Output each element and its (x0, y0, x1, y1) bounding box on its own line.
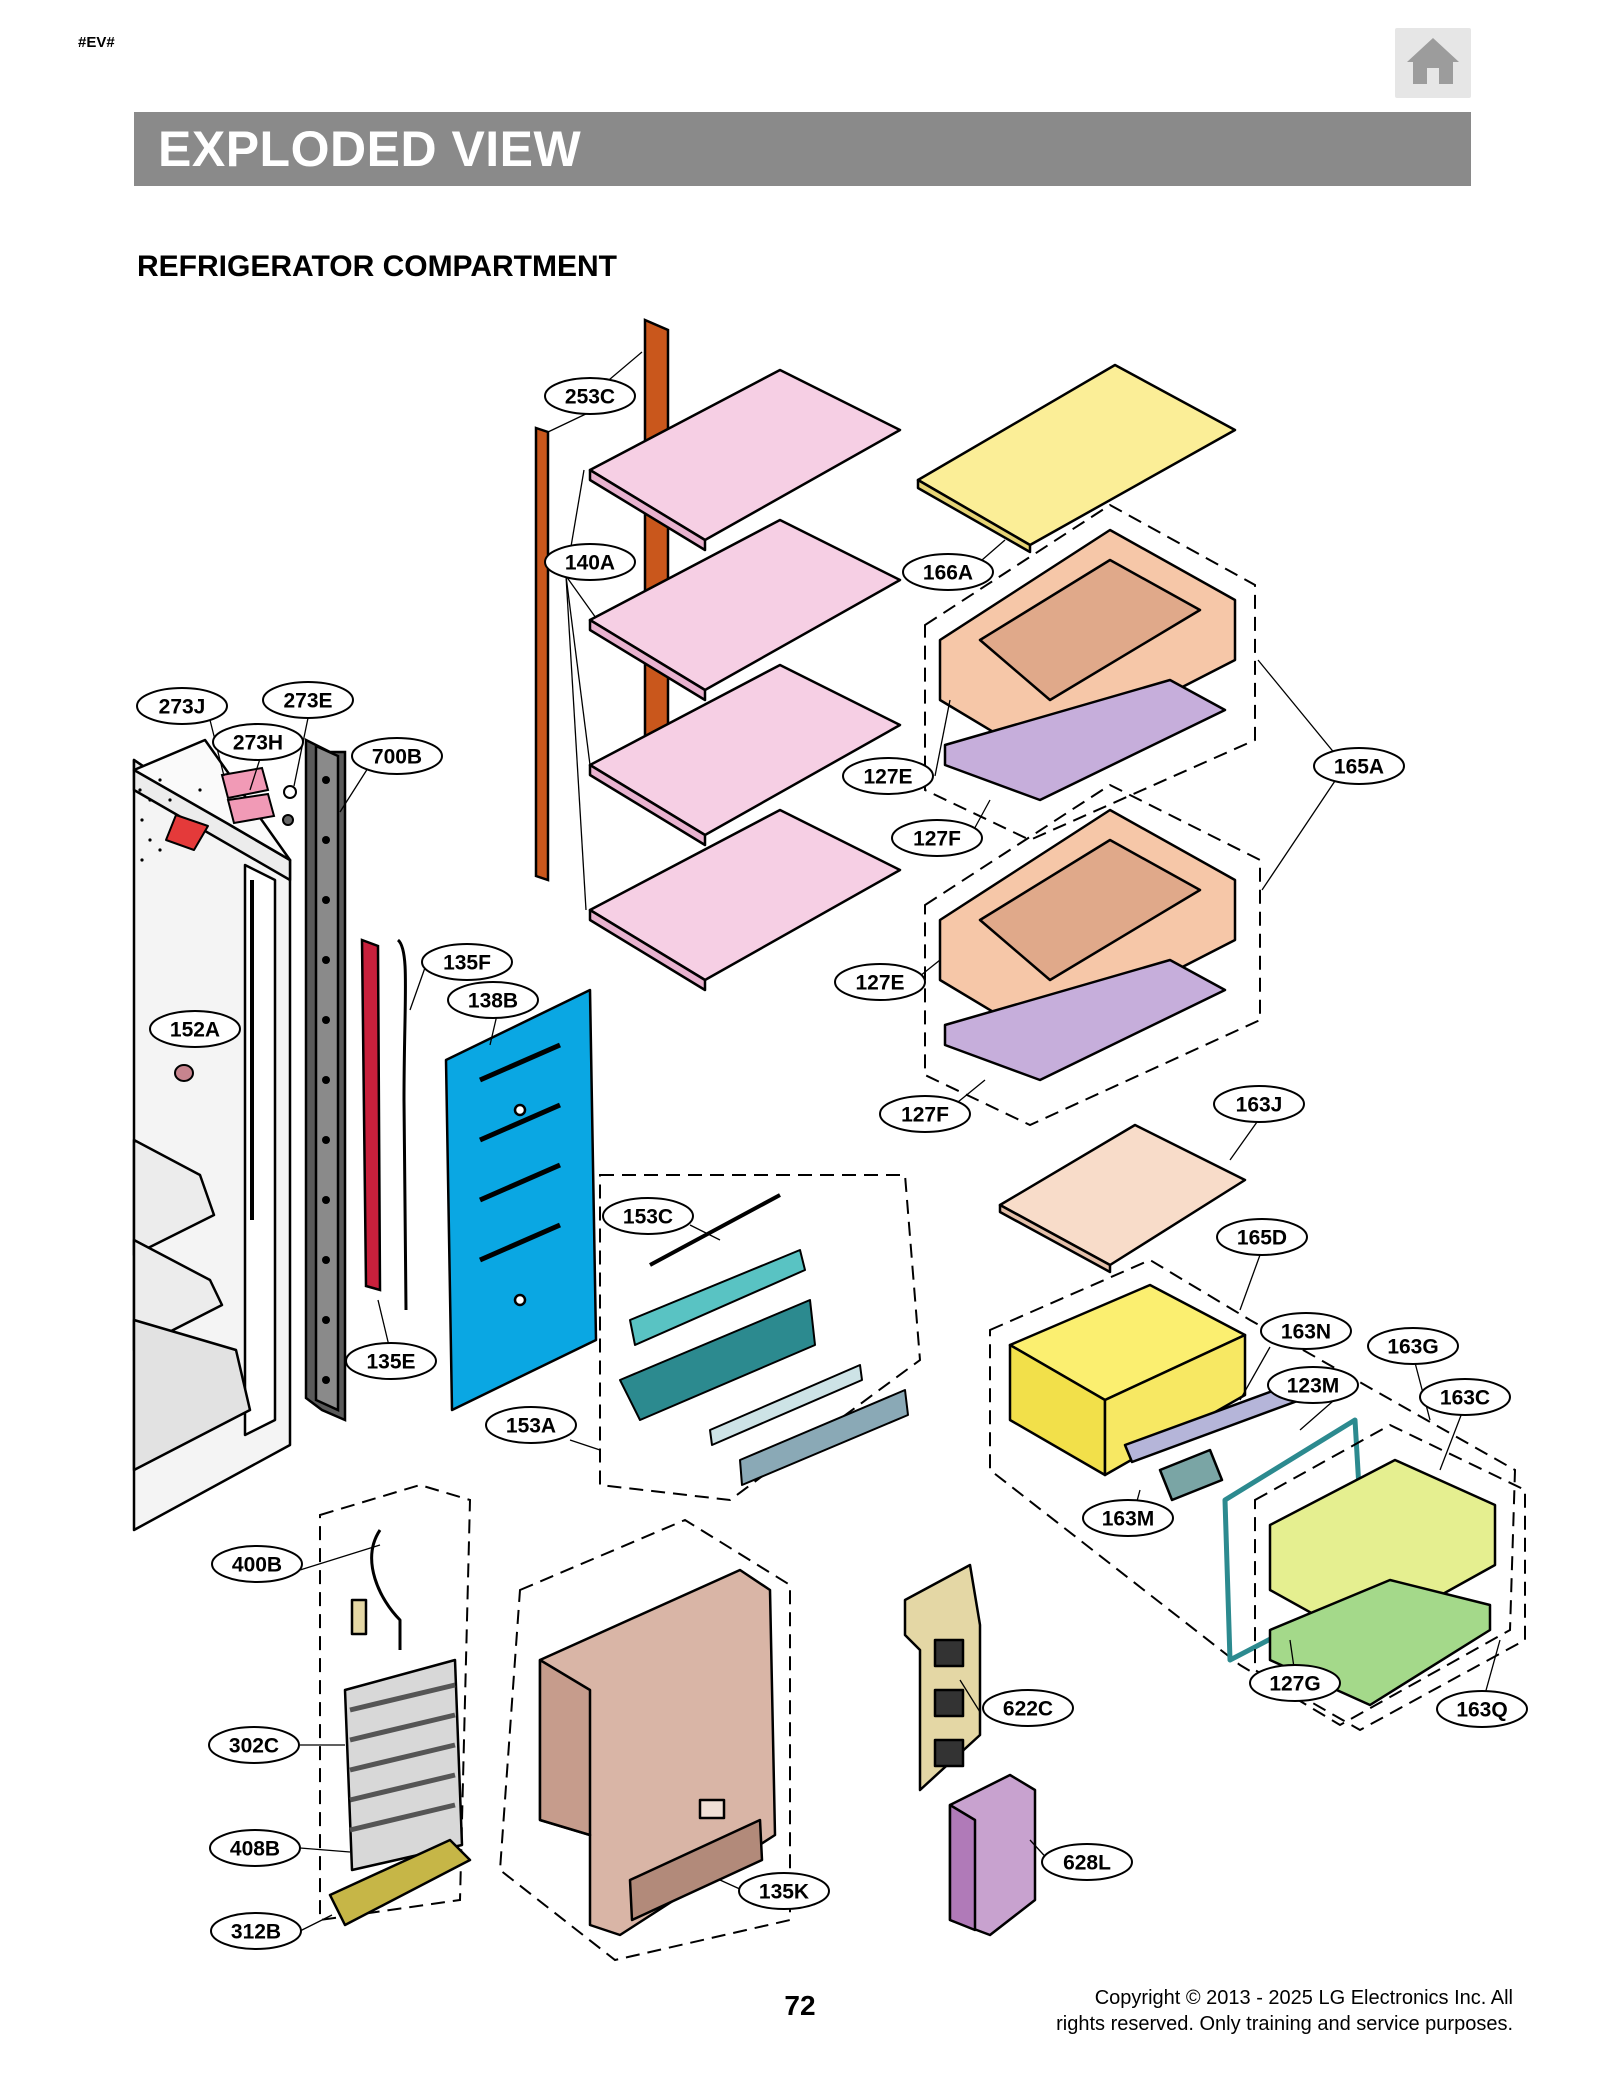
callout-273J: 273J (159, 696, 206, 719)
callout-622C: 622C (1003, 1698, 1053, 1721)
copyright-line-2: rights reserved. Only training and servi… (1056, 2013, 1513, 2035)
title-banner: EXPLODED VIEW (134, 112, 1471, 186)
duct-group (498, 1518, 791, 1962)
callout-253C: 253C (565, 386, 615, 409)
module-153 (599, 1174, 922, 1502)
module-153-parts (619, 1193, 909, 1486)
drawer-165D-parts (1008, 1283, 1497, 1707)
callout-166A: 166A (923, 562, 973, 585)
callout-163C: 163C (1440, 1387, 1490, 1410)
callout-312B: 312B (231, 1921, 281, 1944)
callout-165A: 165A (1334, 756, 1384, 779)
callout-163J: 163J (1236, 1094, 1283, 1117)
back-panel-138B (444, 988, 598, 1412)
cover-166A (916, 363, 1237, 554)
cabinet (132, 738, 292, 1532)
callout-152A: 152A (170, 1019, 220, 1042)
callout-163Q: 163Q (1456, 1699, 1507, 1722)
callout-123M: 123M (1287, 1375, 1340, 1398)
bracket-273 (220, 766, 297, 826)
copyright-notice: Copyright © 2013 - 2025 LG Electronics I… (953, 1985, 1513, 2037)
heater-135 (360, 938, 408, 1311)
page-title: EXPLODED VIEW (158, 121, 582, 177)
home-icon (1407, 38, 1459, 84)
callout-140A: 140A (565, 552, 615, 575)
callout-163M: 163M (1102, 1508, 1155, 1531)
callout-127E-lower: 127E (855, 972, 904, 995)
crisper-165A (938, 528, 1237, 1082)
callout-302C: 302C (229, 1735, 279, 1758)
callout-165D: 165D (1237, 1227, 1287, 1250)
duct-622C (903, 1563, 982, 1792)
crisper-165A-outline (924, 503, 1261, 1127)
callout-127F-upper: 127F (913, 828, 961, 851)
callout-408B: 408B (230, 1838, 280, 1861)
copyright-line-1: Copyright © 2013 - 2025 LG Electronics I… (1094, 1987, 1513, 2009)
rail-700B-holes (322, 776, 330, 1384)
callout-135E: 135E (366, 1351, 415, 1374)
callout-127F-lower: 127F (901, 1104, 949, 1127)
home-button[interactable] (1395, 28, 1471, 98)
callout-273E: 273E (283, 690, 332, 713)
callout-138B: 138B (468, 990, 518, 1013)
doc-code: #EV# (78, 34, 115, 51)
callout-273H: 273H (233, 732, 283, 755)
drawer-163-outline (1254, 1423, 1526, 1732)
drawer-165D (989, 1258, 1517, 1727)
callout-153A: 153A (506, 1415, 556, 1438)
callout-400B: 400B (232, 1554, 282, 1577)
page-number: 72 (784, 1990, 816, 2021)
callout-127E-upper: 127E (863, 766, 912, 789)
duct-135K (538, 1568, 777, 1937)
callout-700B: 700B (372, 746, 422, 769)
callout-163N: 163N (1281, 1321, 1331, 1344)
section-title: REFRIGERATOR COMPARTMENT (137, 250, 617, 283)
cover-163J (998, 1123, 1247, 1274)
callout-153C: 153C (623, 1206, 673, 1229)
evaporator-group (319, 1483, 472, 1922)
callout-135K: 135K (759, 1881, 809, 1904)
shelves-140A (588, 368, 902, 992)
callout-628L: 628L (1063, 1852, 1111, 1875)
cabinet-dots (138, 778, 202, 862)
callout-135F: 135F (443, 952, 491, 975)
callout-163G: 163G (1387, 1336, 1438, 1359)
duct-628L (948, 1773, 1037, 1937)
evaporator-parts (328, 1529, 472, 1927)
callout-127G: 127G (1269, 1673, 1320, 1696)
callout-ellipses (136, 377, 1528, 1950)
